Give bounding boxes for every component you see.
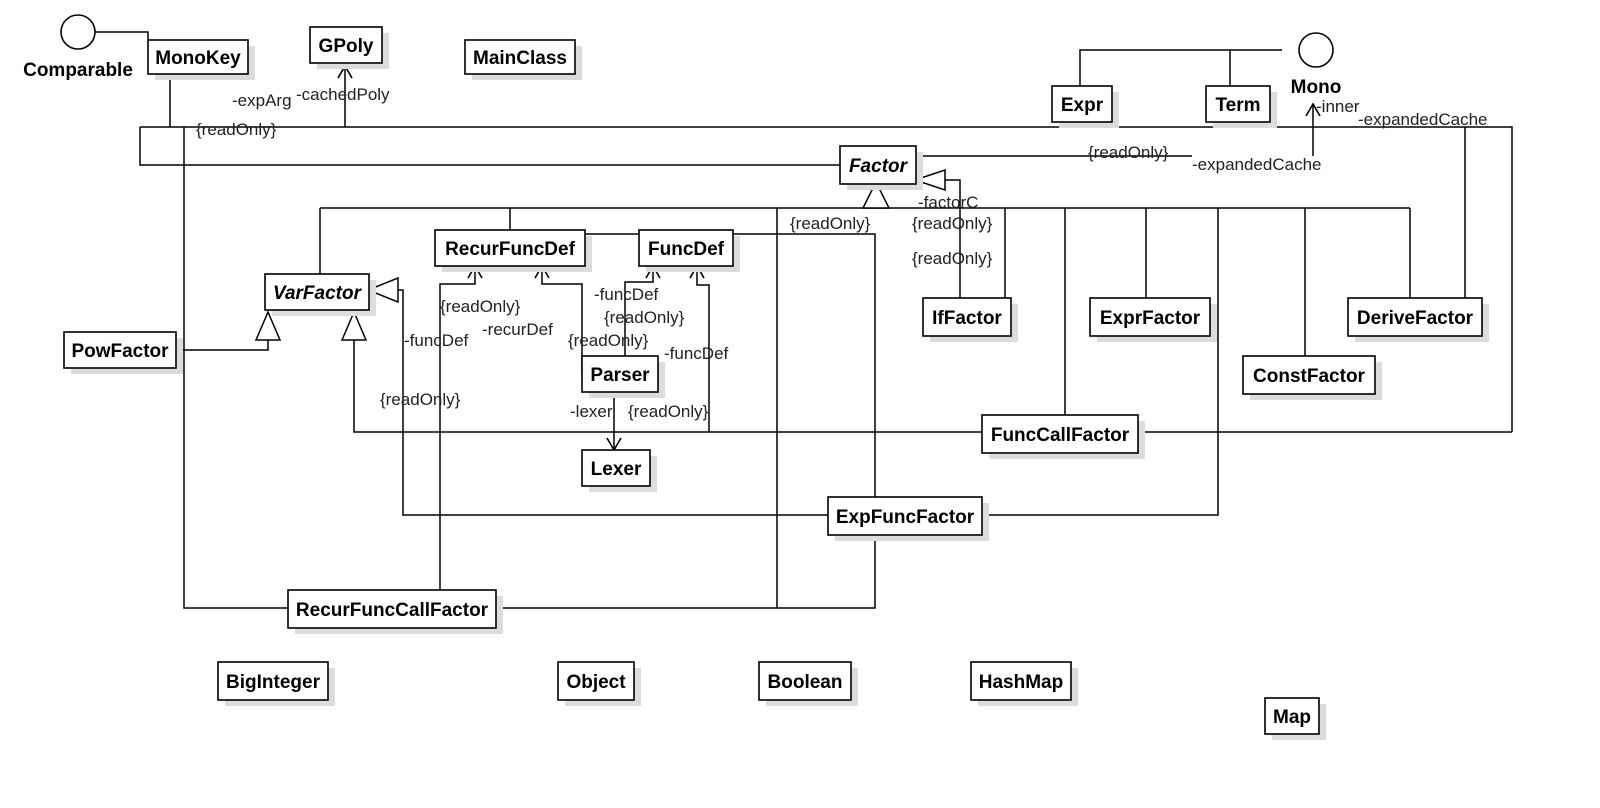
class-lexer[interactable]: Lexer: [581, 449, 657, 492]
class-funccallfactor[interactable]: FuncCallFactor: [981, 414, 1145, 459]
class-name: ExpFuncFactor: [836, 507, 975, 528]
recurcall-left-line: [183, 127, 288, 609]
label-readonly-if1: {readOnly}: [912, 214, 993, 233]
class-name: Lexer: [591, 459, 642, 480]
interface-mono-label: Mono: [1291, 77, 1342, 98]
label-funcdef-funccall: -funcDef: [664, 344, 729, 363]
class-gpoly[interactable]: GPoly: [309, 26, 389, 69]
class-powfactor[interactable]: PowFactor: [63, 331, 183, 374]
interface-lollipop-icon: [1298, 32, 1334, 68]
class-name: Expr: [1061, 95, 1104, 116]
iffactor-factorc-line: [945, 179, 961, 298]
class-funcdef[interactable]: FuncDef: [638, 229, 740, 272]
top-bus-right-down: [1500, 126, 1513, 432]
label-readonly-top: {readOnly}: [196, 120, 277, 139]
parser-recurdef-line: [541, 270, 583, 374]
class-name: VarFactor: [273, 283, 363, 304]
association-labels: -expArg -cachedPoly {readOnly} -inner -e…: [196, 85, 1487, 421]
label-cachedpoly: -cachedPoly: [296, 85, 390, 104]
class-name: MainClass: [473, 48, 567, 69]
expr-term-to-mono-line: [1079, 49, 1282, 86]
class-name: GPoly: [319, 36, 374, 57]
label-lexer: -lexer: [570, 402, 613, 421]
label-readonly-factor: {readOnly}: [790, 214, 871, 233]
class-constfactor[interactable]: ConstFactor: [1242, 355, 1382, 400]
mono-inner-arrowhead: [1305, 102, 1321, 117]
label-readonly-recurcall: {readOnly}: [380, 390, 461, 409]
class-name: FuncDef: [648, 239, 725, 260]
varfactor-gen-bottom2: [340, 310, 368, 341]
iffactor-to-factor-triangle: [912, 168, 946, 192]
class-name: ConstFactor: [1253, 366, 1366, 387]
connections: [95, 31, 1513, 609]
label-readonly-mono: {readOnly}: [1088, 143, 1169, 162]
label-readonly-parser2: {readOnly}: [568, 331, 649, 350]
funccall-funcdef-line: [696, 270, 710, 432]
label-exparg: -expArg: [232, 91, 292, 110]
powfactor-to-varfactor-line: [176, 340, 269, 351]
class-boolean[interactable]: Boolean: [758, 661, 858, 706]
class-hashmap[interactable]: HashMap: [970, 661, 1078, 706]
label-funcdef-recurcall: -funcDef: [404, 331, 469, 350]
class-name: Parser: [590, 365, 650, 386]
class-object[interactable]: Object: [557, 661, 641, 706]
class-name: Term: [1215, 95, 1260, 116]
varfactor-gen-bottom1: [254, 310, 282, 341]
class-name: RecurFuncDef: [445, 239, 576, 260]
class-name: DeriveFactor: [1357, 308, 1474, 329]
class-name: RecurFuncCallFactor: [296, 600, 489, 621]
class-varfactor[interactable]: VarFactor: [264, 273, 376, 316]
class-name: IfFactor: [932, 308, 1002, 329]
class-name: Factor: [849, 156, 909, 177]
label-readonly-lexer: {readOnly}: [628, 402, 709, 421]
label-expandedcache-factor: -expandedCache: [1192, 155, 1321, 174]
class-name: MonoKey: [155, 48, 241, 69]
class-monokey[interactable]: MonoKey: [147, 39, 255, 80]
expfunc-to-varfactor-line: [398, 289, 828, 516]
class-iffactor[interactable]: IfFactor: [922, 297, 1018, 342]
class-exprfactor[interactable]: ExprFactor: [1089, 297, 1217, 342]
class-derivefactor[interactable]: DeriveFactor: [1347, 297, 1489, 342]
class-name: ExprFactor: [1100, 308, 1201, 329]
class-name: Map: [1273, 707, 1311, 728]
interface-comparable[interactable]: Comparable: [23, 14, 133, 81]
class-name: Boolean: [768, 672, 843, 693]
interface-comparable-label: Comparable: [23, 60, 133, 81]
recurfuncdef-right-line: [495, 233, 876, 609]
class-name: Object: [566, 672, 626, 693]
label-recurdef: -recurDef: [482, 320, 553, 339]
label-factorc: -factorC: [918, 193, 978, 212]
class-factor[interactable]: Factor: [839, 145, 923, 190]
class-name: PowFactor: [71, 341, 169, 362]
class-name: FuncCallFactor: [991, 425, 1130, 446]
class-name: HashMap: [979, 672, 1063, 693]
label-readonly-recurdef: {readOnly}: [440, 297, 521, 316]
class-name: BigInteger: [226, 672, 321, 693]
factor-generalization-triangle: [861, 180, 891, 209]
class-mainclass[interactable]: MainClass: [464, 39, 582, 80]
recurcall-funcdef-line: [439, 270, 476, 590]
label-expandedcache-right: -expandedCache: [1358, 110, 1487, 129]
class-expr[interactable]: Expr: [1051, 85, 1119, 128]
label-inner: -inner: [1316, 97, 1360, 116]
label-readonly-if2: {readOnly}: [912, 249, 993, 268]
label-readonly-parser1: {readOnly}: [604, 308, 685, 327]
class-recurfunccallfactor[interactable]: RecurFuncCallFactor: [287, 589, 503, 634]
funccall-to-varfactor-line: [353, 340, 982, 433]
parser-funcdef-line: [624, 270, 654, 356]
class-map[interactable]: Map: [1264, 697, 1326, 740]
class-recurfuncdef[interactable]: RecurFuncDef: [434, 229, 592, 272]
label-funcdef-parser: -funcDef: [594, 285, 659, 304]
class-expfuncfactor[interactable]: ExpFuncFactor: [827, 496, 989, 541]
class-term[interactable]: Term: [1205, 85, 1277, 128]
top-bus-left-down: [139, 127, 857, 166]
comparable-to-monokey-line: [95, 31, 149, 40]
bus-to-expfuncfactor: [982, 208, 1219, 516]
class-biginteger[interactable]: BigInteger: [217, 661, 335, 706]
interface-mono[interactable]: Mono: [1291, 32, 1342, 98]
class-parser[interactable]: Parser: [581, 355, 665, 398]
interface-lollipop-icon: [60, 14, 96, 50]
